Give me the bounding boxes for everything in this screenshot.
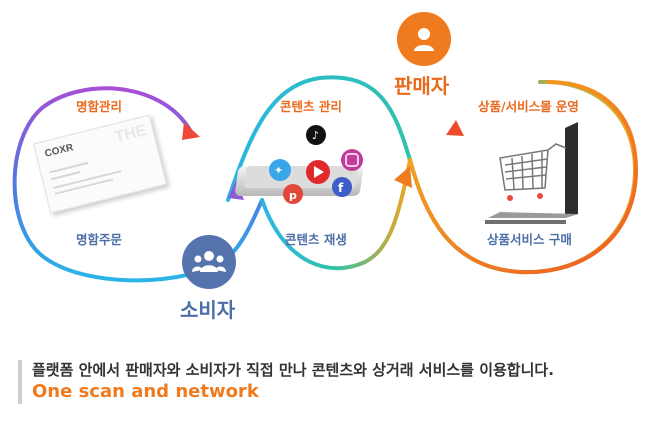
youtube-icon (306, 160, 330, 184)
twitter-icon: ✦ (269, 159, 291, 181)
svg-text:♪: ♪ (312, 129, 319, 142)
arrow-icon (394, 166, 412, 188)
flow-diagram: ♪ ✦ f p (12, 75, 639, 283)
shop-operation-label: 상품/서비스몰 운영 (478, 99, 579, 114)
caption-tagline: One scan and network (32, 381, 259, 402)
arrow-icon (182, 122, 200, 140)
pinterest-icon: p (283, 184, 303, 204)
seller-user-icon (397, 12, 451, 66)
card-watermark: THE (113, 122, 149, 147)
content-playback-label: 콘텐츠 재생 (285, 232, 347, 247)
svg-text:p: p (289, 189, 297, 202)
svg-text:f: f (338, 181, 344, 195)
card-logo: COXR (43, 142, 75, 160)
group-icon (192, 251, 226, 272)
user-icon (414, 28, 434, 51)
facebook-icon: f (332, 177, 352, 197)
content-management-label: 콘텐츠 관리 (280, 99, 342, 114)
product-purchase-label: 상품서비스 구매 (487, 232, 572, 247)
shopping-cart-icon (499, 143, 567, 201)
card-order-label: 명함주문 (76, 232, 123, 247)
lower-middle-path (260, 158, 412, 271)
right-loop-path (408, 80, 639, 275)
tiktok-icon: ♪ (306, 125, 326, 145)
arrow-icon (446, 120, 464, 136)
consumer-group-icon (182, 235, 236, 289)
svg-text:✦: ✦ (274, 164, 283, 177)
laptop-icon (485, 122, 578, 224)
caption-block: 플랫폼 안에서 판매자와 소비자가 직접 만나 콘텐츠와 상거래 서비스를 이용… (18, 360, 554, 404)
seller-title: 판매자 (394, 74, 450, 98)
instagram-icon (341, 149, 363, 171)
consumer-title: 소비자 (180, 298, 236, 322)
card-management-label: 명함관리 (76, 99, 123, 114)
caption-description: 플랫폼 안에서 판매자와 소비자가 직접 만나 콘텐츠와 상거래 서비스를 이용… (32, 361, 554, 379)
